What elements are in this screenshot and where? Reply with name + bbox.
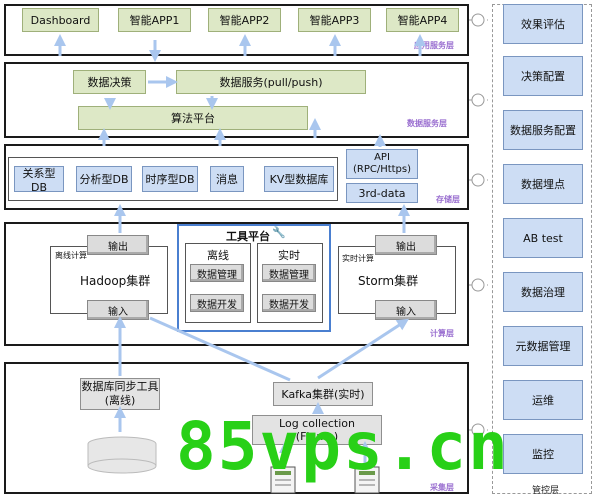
- compute-layer-label: 计算层: [430, 329, 454, 338]
- mgmt-effect-eval: 效果评估: [503, 4, 583, 44]
- watermark-text: 85vps.cn: [176, 408, 510, 485]
- api-line1: API: [374, 152, 390, 163]
- app-smart-3: 智能APP3: [298, 8, 371, 32]
- tool-realtime-data-manage: 数据管理: [262, 264, 316, 282]
- app-smart-2: 智能APP2: [208, 8, 281, 32]
- service-layer-label: 数据服务层: [407, 119, 447, 128]
- db-sync-line2: (离线): [104, 394, 136, 407]
- management-layer-label: 管控层: [532, 486, 560, 496]
- mgmt-ab-test: AB test: [503, 218, 583, 258]
- collect-layer-label: 采集层: [430, 483, 454, 492]
- server-log-file-icon: [354, 466, 380, 494]
- hadoop-output: 输出: [87, 235, 149, 255]
- mgmt-data-tracking: 数据埋点: [503, 164, 583, 204]
- app-layer-label: 应用服务层: [414, 41, 454, 50]
- tool-realtime-data-dev: 数据开发: [262, 294, 316, 312]
- mgmt-data-service-config: 数据服务配置: [503, 110, 583, 150]
- db-sync-tool: 数据库同步工具 (离线): [80, 378, 160, 410]
- db-sync-line1: 数据库同步工具: [81, 380, 159, 393]
- tool-offline-data-manage: 数据管理: [190, 264, 244, 282]
- kv-db: KV型数据库: [264, 166, 334, 192]
- mgmt-ops: 运维: [503, 380, 583, 420]
- log-collection: Log collection (Flume): [252, 415, 382, 445]
- analytic-db: 分析型DB: [76, 166, 132, 192]
- wrench-icon: 🔧: [272, 226, 286, 239]
- third-data-box: 3rd-data: [346, 183, 418, 203]
- kafka-cluster: Kafka集群(实时): [273, 382, 373, 406]
- api-box: API (RPC/Https): [346, 149, 418, 179]
- app-smart-4: 智能APP4: [386, 8, 459, 32]
- tool-platform-title: 工具平台: [226, 230, 270, 243]
- mgmt-monitor: 监控: [503, 434, 583, 474]
- mgmt-data-governance: 数据治理: [503, 272, 583, 312]
- mgmt-decision-config: 决策配置: [503, 56, 583, 96]
- offline-tag: 离线计算: [55, 251, 87, 260]
- decision-box: 数据决策: [73, 70, 146, 94]
- tool-offline-data-dev: 数据开发: [190, 294, 244, 312]
- tool-offline-label: 离线: [207, 249, 229, 262]
- log-collection-line2: (Flume): [295, 430, 339, 443]
- data-service-box: 数据服务(pull/push): [176, 70, 366, 94]
- message-store: 消息: [210, 166, 244, 192]
- database-cylinder-icon: [87, 436, 157, 474]
- app-log-file-icon: [270, 466, 296, 494]
- realtime-tag: 实时计算: [342, 254, 374, 263]
- timeseries-db: 时序型DB: [142, 166, 198, 192]
- storm-label: Storm集群: [358, 274, 419, 288]
- app-dashboard: Dashboard: [22, 8, 99, 32]
- mgmt-metadata: 元数据管理: [503, 326, 583, 366]
- storm-output: 输出: [375, 235, 437, 255]
- storage-layer-label: 存储层: [436, 195, 460, 204]
- hadoop-label: Hadoop集群: [80, 274, 151, 288]
- app-smart-1: 智能APP1: [118, 8, 191, 32]
- relational-db: 关系型DB: [14, 166, 64, 194]
- api-line2: (RPC/Https): [352, 164, 412, 175]
- log-collection-line1: Log collection: [279, 417, 355, 430]
- tool-realtime-label: 实时: [278, 249, 300, 262]
- algorithm-platform: 算法平台: [78, 106, 308, 130]
